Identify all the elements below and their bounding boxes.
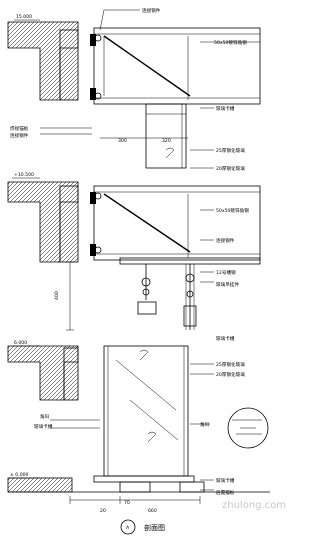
level-top: 15.000 — [16, 14, 32, 20]
label-connector: 连接钢件 — [142, 7, 161, 14]
label-tempered-20: 20厚钢化玻璃 — [216, 165, 245, 172]
dim-20: 20 — [100, 508, 106, 514]
level-3-structure — [7, 345, 270, 504]
section-drawing: 15.000 +10.500 6.000 ± 0.000 连接钢件 50x50镀… — [7, 7, 286, 535]
dim-70: 70 — [124, 500, 130, 506]
level-low: 6.000 — [14, 340, 27, 346]
watermark: zhulong.com — [222, 500, 286, 511]
dimension-labels: 300 320 400 20 660 70 — [54, 137, 188, 514]
label-angle-steel-2: 50x50镀锌角钢 — [216, 207, 249, 214]
label-angle-steel: 50x50镀锌角钢 — [214, 39, 247, 46]
dim-660: 660 — [148, 508, 157, 514]
dim-320: 320 — [162, 138, 171, 144]
section-marker-letter: A — [126, 525, 130, 531]
label-connector-3: 连接钢件 — [216, 237, 235, 244]
drawing-canvas: 15.000 +10.500 6.000 ± 0.000 连接钢件 50x50镀… — [7, 7, 287, 535]
level-2-structure — [7, 181, 261, 331]
label-tempered-20b: 20厚钢化玻璃 — [216, 371, 245, 378]
drawing-title: A 剖面图 — [120, 519, 165, 535]
callout-leaders — [40, 9, 260, 491]
label-glass-hanger: 玻璃吊挂件 — [216, 281, 239, 288]
level-base: ± 0.000 — [10, 472, 29, 478]
label-glass-channel: 玻璃卡槽 — [216, 105, 235, 112]
level-1-structure — [7, 21, 261, 169]
label-glass-channel-4: 玻璃卡槽 — [216, 477, 235, 484]
label-channel-12: 12号槽钢 — [216, 269, 236, 276]
section-marker-icon — [120, 519, 136, 535]
label-tempered-25b: 25厚钢化玻璃 — [216, 361, 245, 368]
label-connector-2: 连接钢件 — [10, 132, 29, 139]
detail-circle-icon — [227, 407, 269, 449]
dim-300: 300 — [118, 138, 127, 144]
label-glass-channel-2: 玻璃卡槽 — [216, 335, 235, 342]
drawing-caption: 剖面图 — [144, 523, 165, 532]
label-tempered-25: 25厚钢化玻璃 — [216, 147, 245, 154]
callout-labels: 连接钢件 50x50镀锌角钢 玻璃卡槽 焊接锚板 连接钢件 25厚钢化玻璃 20… — [10, 7, 249, 496]
label-corner-code: 角码 — [40, 413, 50, 420]
label-insert-weld-2: 后置锚板 — [216, 489, 235, 496]
dim-400: 400 — [54, 291, 60, 300]
label-insert-weld: 焊接锚板 — [10, 125, 29, 132]
label-glass-channel-3: 玻璃卡槽 — [34, 423, 53, 430]
level-marks: 15.000 +10.500 6.000 ± 0.000 — [8, 14, 40, 479]
level-mid: +10.500 — [14, 172, 34, 178]
label-corner-code-2: 角码 — [200, 421, 210, 428]
